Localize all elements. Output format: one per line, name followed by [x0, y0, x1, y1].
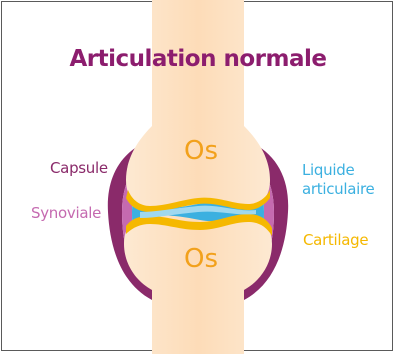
- label-synoviale: Synoviale: [31, 204, 101, 223]
- label-capsule: Capsule: [50, 159, 108, 178]
- bone-label-bottom: Os: [184, 244, 218, 274]
- bone-top: [126, 0, 270, 209]
- label-liquide-line1: Liquide: [302, 161, 354, 180]
- label-liquide-line2: articulaire: [302, 180, 374, 199]
- bone-bottom: [124, 215, 272, 354]
- label-cartilage: Cartilage: [303, 231, 368, 250]
- bone-label-top: Os: [184, 136, 218, 166]
- diagram-title: Articulation normale: [0, 46, 396, 72]
